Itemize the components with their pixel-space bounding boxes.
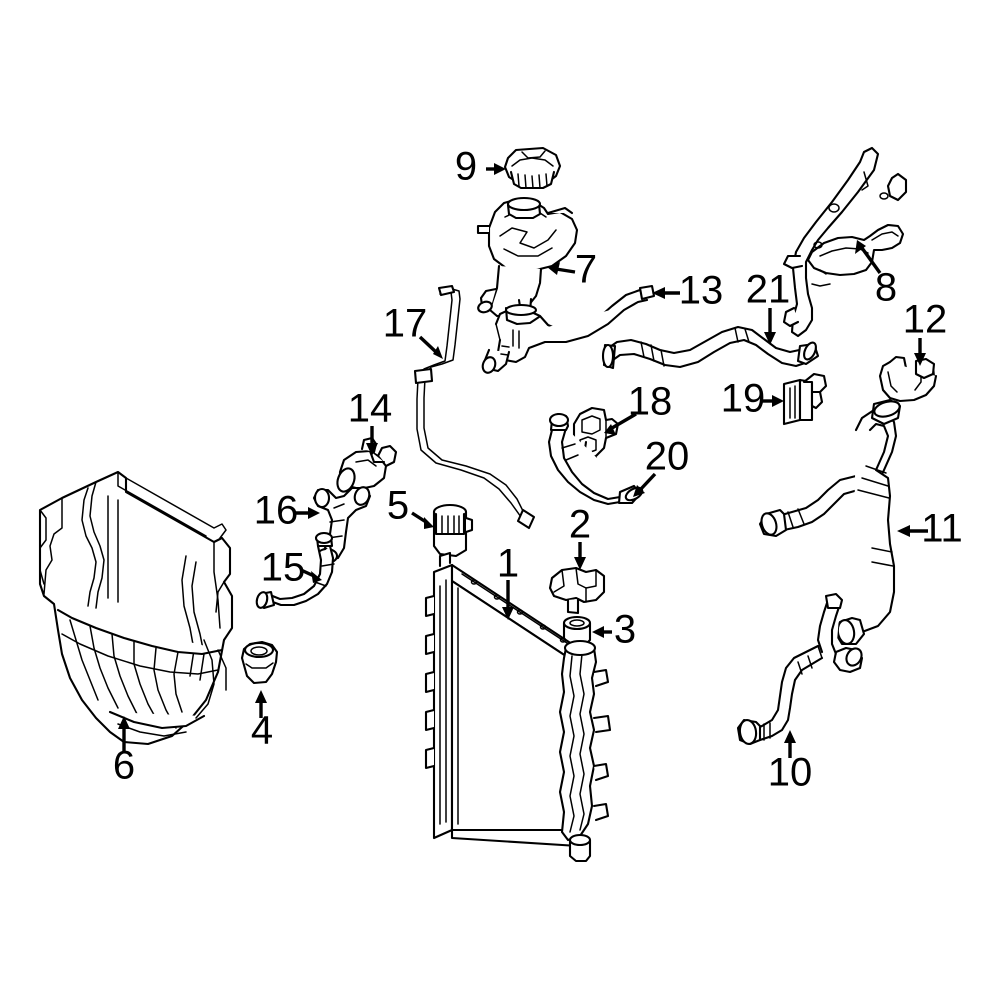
callout-label-15: 15 [261,546,306,590]
part-radiator-assembly [424,551,612,863]
part-lower-mounting-insulator [240,640,279,685]
callout-label-17: 17 [383,302,428,346]
callout-label-14: 14 [348,387,393,431]
part-expansion-tank-cap [503,146,562,190]
callout-label-8: 8 [875,266,897,310]
callout-label-13: 13 [679,269,724,313]
part-coolant-pipe-tee-fitting [336,436,398,493]
part-coolant-hose-connector [432,503,474,558]
part-heater-return-hose [255,531,335,610]
part-coolant-line-mounting-bracket [782,146,908,338]
callout-label-5: 5 [387,484,409,528]
callout-label-3: 3 [614,608,636,652]
part-upper-radiator-hose [758,398,902,646]
callout-label-20: 20 [645,435,690,479]
callout-label-7: 7 [575,248,597,292]
callout-leaders [118,163,928,758]
part-fan-shroud-air-guide [38,470,234,746]
part-coolant-expansion-tank [476,196,579,318]
part-coolant-overflow-hose [481,284,656,374]
callout-label-6: 6 [113,744,135,788]
part-lower-radiator-hose [736,592,864,746]
part-hose-mounting-clip [782,372,828,426]
callout-label-16: 16 [254,489,299,533]
part-coolant-feed-hose [601,325,820,370]
callout-label-4: 4 [251,709,273,753]
callout-label-9: 9 [455,145,477,189]
part-coolant-y-connector [312,486,372,565]
callout-label-11: 11 [921,507,963,551]
callout-label-12: 12 [903,298,948,342]
part-coolant-vent-line [413,284,536,530]
callout-label-21: 21 [746,268,791,312]
callout-label-2: 2 [569,503,591,547]
callout-labels: 1 2 3 4 5 6 7 8 9 10 11 12 13 14 15 16 1… [113,145,963,795]
callout-label-19: 19 [721,377,766,421]
callout-label-10: 10 [768,751,813,795]
callout-label-18: 18 [628,380,673,424]
callout-label-1: 1 [497,542,519,586]
part-radiator-upper-mount-bracket [548,566,606,615]
part-hose-retaining-clip [878,355,938,403]
